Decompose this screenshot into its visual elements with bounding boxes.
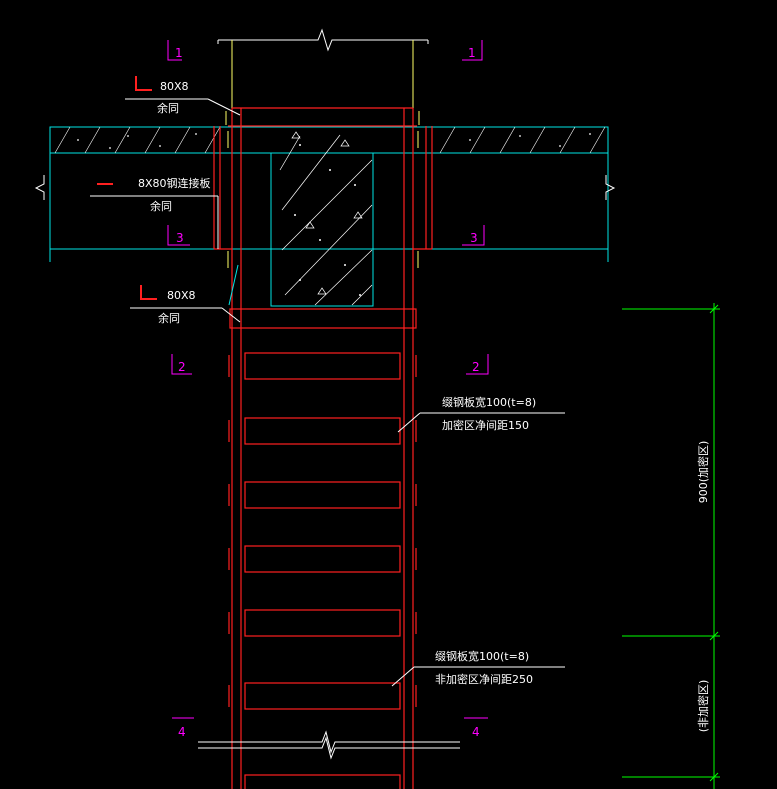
strip-weld-ticks <box>228 355 417 707</box>
angle-top-size: 80X8 <box>160 80 189 93</box>
dimension-lines <box>622 303 720 789</box>
weld-marks <box>225 111 420 268</box>
strip-normal-spacing: 非加密区净间距250 <box>435 672 533 686</box>
angle-bottom-size: 80X8 <box>167 289 196 302</box>
column-edge-above-slab <box>231 40 414 126</box>
section-label: 4 <box>472 725 480 739</box>
section-mark-2-left: 2 <box>171 354 192 375</box>
beam-outline <box>49 153 609 262</box>
normal-zone-dimension: (非加密区) <box>696 680 710 733</box>
floor-slab <box>49 126 609 154</box>
slab-hatch <box>54 126 606 154</box>
section-label: 1 <box>468 46 476 60</box>
section-label: 3 <box>176 231 184 245</box>
steel-column <box>213 107 433 789</box>
beam-break-right <box>605 175 616 200</box>
section-mark-1-left: 1 <box>167 40 183 61</box>
section-mark-3-right: 3 <box>462 225 485 246</box>
dense-zone-dimension: 900(加密区) <box>696 441 710 504</box>
section-label: 2 <box>472 360 480 374</box>
section-mark-4-right: 4 <box>464 717 488 739</box>
section-label: 2 <box>178 360 186 374</box>
plate-annotation: 8X80钢连接板 余同 <box>90 176 219 249</box>
section-mark-3-left: 3 <box>167 225 190 246</box>
angle-top-annotation: 80X8 余同 <box>125 76 241 116</box>
batten-strips <box>244 352 401 789</box>
bottom-break-line <box>198 730 460 760</box>
section-label: 3 <box>470 231 478 245</box>
strip-normal-spec: 缀钢板宽100(t=8) <box>435 649 529 663</box>
beam-break-left <box>34 175 45 200</box>
column-concrete-core <box>231 126 414 307</box>
plate-note: 余同 <box>150 199 172 213</box>
strip-dense-spacing: 加密区净间距150 <box>442 418 529 432</box>
angle-bottom-note: 余同 <box>158 311 180 325</box>
section-mark-2-right: 2 <box>466 354 489 375</box>
section-mark-4-left: 4 <box>172 717 194 739</box>
strip-normal-annotation: 缀钢板宽100(t=8) 非加密区净间距250 <box>391 649 565 687</box>
angle-top-note: 余同 <box>157 101 179 115</box>
section-label: 1 <box>175 46 183 60</box>
strip-dense-spec: 缀钢板宽100(t=8) <box>442 395 536 409</box>
strip-dense-annotation: 缀钢板宽100(t=8) 加密区净间距150 <box>397 395 565 433</box>
section-mark-1-right: 1 <box>462 40 483 61</box>
section-label: 4 <box>178 725 186 739</box>
angle-bottom-annotation: 80X8 余同 <box>130 264 241 325</box>
top-break-line <box>217 28 429 52</box>
plate-size: 8X80钢连接板 <box>138 176 211 190</box>
